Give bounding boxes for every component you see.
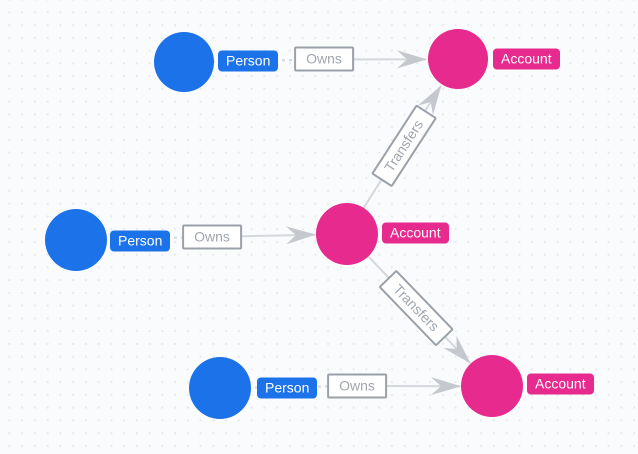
node-account-bottom[interactable]	[461, 355, 523, 417]
node-label-person-bottom[interactable]: Person	[257, 377, 318, 399]
node-person-top[interactable]	[154, 32, 214, 92]
edge-label-owns-top[interactable]: Owns	[294, 46, 354, 72]
node-label-account-bottom[interactable]: Account	[527, 373, 594, 395]
node-label-account-middle[interactable]: Account	[382, 222, 449, 244]
edge-label-owns-middle[interactable]: Owns	[182, 224, 242, 250]
edge-label-owns-bottom[interactable]: Owns	[327, 373, 387, 399]
node-account-top[interactable]	[428, 29, 488, 89]
node-person-middle[interactable]	[45, 209, 107, 271]
node-person-bottom[interactable]	[189, 357, 251, 419]
node-label-person-top[interactable]: Person	[218, 50, 279, 72]
node-account-middle[interactable]	[316, 203, 378, 265]
node-label-person-middle[interactable]: Person	[110, 230, 171, 252]
node-label-account-top[interactable]: Account	[493, 48, 560, 70]
